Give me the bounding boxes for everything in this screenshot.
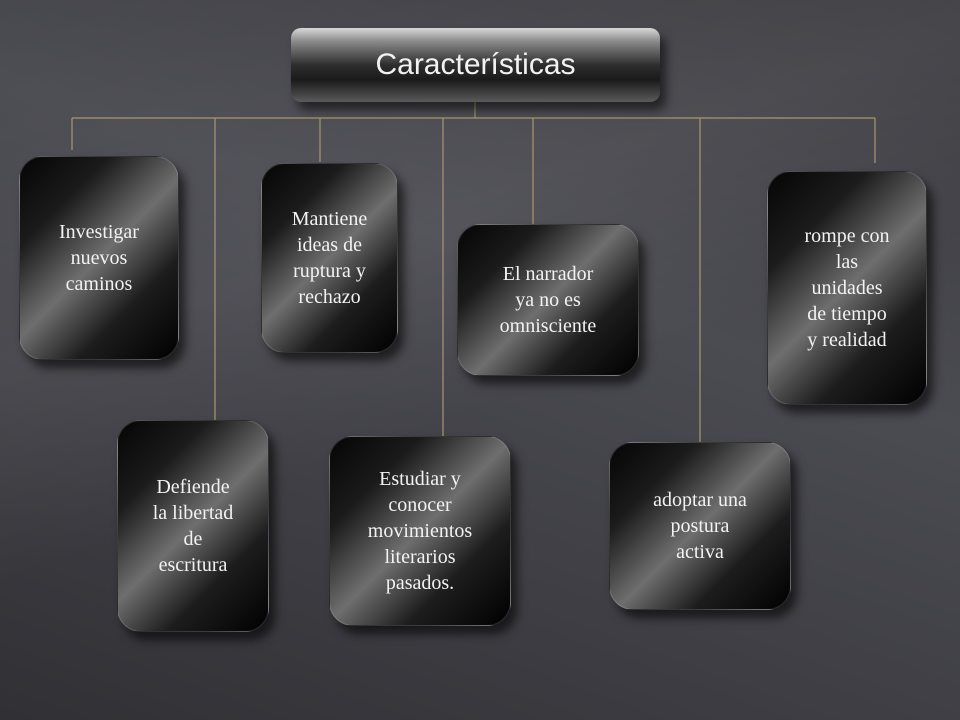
node-narrador: El narrador ya no es omnisciente [457, 224, 639, 376]
node-estudiar-label: Estudiar y conocer movimientos literario… [367, 468, 473, 594]
node-mantiene: Mantiene ideas de ruptura y rechazo [261, 163, 398, 353]
node-narrador-label: El narrador ya no es omnisciente [499, 263, 597, 337]
node-adoptar: adoptar una postura activa [609, 442, 791, 610]
node-adoptar-label: adoptar una postura activa [653, 489, 747, 563]
node-investigar: Investigar nuevos caminos [19, 156, 179, 360]
node-defiende: Defiende la libertad de escritura [117, 420, 269, 632]
node-defiende-label: Defiende la libertad de escritura [152, 476, 234, 576]
title-box: Características [291, 28, 660, 102]
node-investigar-label: Investigar nuevos caminos [59, 221, 139, 295]
node-estudiar: Estudiar y conocer movimientos literario… [329, 436, 511, 626]
node-mantiene-label: Mantiene ideas de ruptura y rechazo [291, 208, 368, 308]
node-rompe: rompe con las unidades de tiempo y reali… [767, 171, 927, 405]
node-rompe-label: rompe con las unidades de tiempo y reali… [804, 225, 890, 351]
title-label: Características [375, 48, 576, 81]
